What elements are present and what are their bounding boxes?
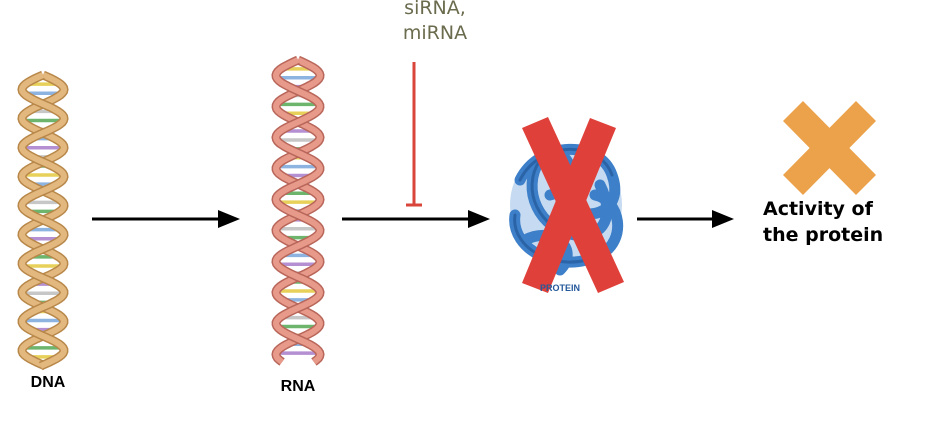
- arrow-rna-to-protein: [342, 210, 490, 228]
- dna-label: DNA: [30, 374, 66, 391]
- orange-cross-icon: [783, 101, 876, 195]
- dna-helix-icon: [17, 70, 69, 371]
- helix-strand: [272, 57, 324, 365]
- rna-label: RNA: [280, 378, 316, 395]
- inhibitor-label-line1: siRNA,: [404, 0, 466, 19]
- activity-label-line1: Activity of: [763, 198, 873, 220]
- inhibitor-label: siRNA, miRNA: [385, 0, 485, 46]
- helix-strand: [272, 57, 324, 365]
- rna-helix-icon: [271, 55, 325, 366]
- inhibition-line: [406, 62, 422, 207]
- activity-label: Activity of the protein: [763, 196, 933, 248]
- arrow-protein-to-activity: [637, 210, 734, 228]
- helix-strand: [18, 72, 68, 369]
- red-cross-icon: [522, 117, 624, 293]
- arrow-dna-to-rna: [92, 210, 240, 228]
- activity-label-line2: the protein: [763, 224, 884, 246]
- inhibitor-label-line2: miRNA: [402, 22, 468, 44]
- protein-label: PROTEIN: [539, 283, 580, 293]
